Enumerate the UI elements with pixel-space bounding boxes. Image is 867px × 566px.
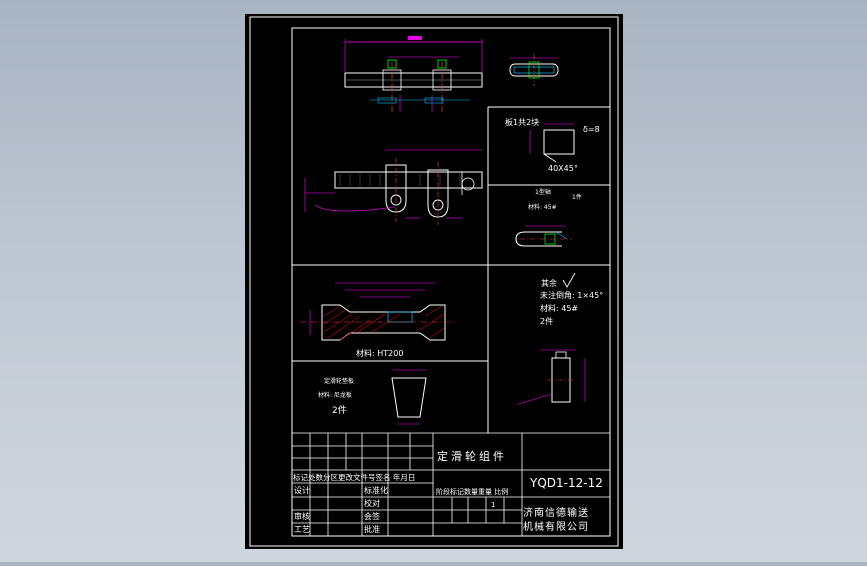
spec-qty: 2件 xyxy=(540,316,553,326)
shaft-detail: 1型轴 1件 材料: 45# xyxy=(515,188,582,247)
frame-top-view xyxy=(344,36,483,112)
bushing-detail xyxy=(517,349,586,405)
spec-chamfer: 未注倒角: 1×45° xyxy=(540,290,603,300)
spec-roughness: 其余 xyxy=(541,278,557,288)
sheave-section-view: 材料: HT200 xyxy=(300,282,455,358)
quantity-value: 1 xyxy=(491,501,495,509)
stage-header: 阶段标记数量重量 比例 xyxy=(436,487,508,496)
company-name-line2: 机械有限公司 xyxy=(523,520,589,533)
spec-notes: 其余 未注倒角: 1×45° 材料: 45# 2件 xyxy=(540,272,603,326)
std-proofread: 校对 xyxy=(364,498,380,508)
liner-material: 材料: 尼龙板 xyxy=(318,391,352,399)
revision-header: 标记处数分区更改文件号签名 年月日 xyxy=(293,472,415,482)
shaft-qty: 1件 xyxy=(572,193,582,201)
frame-side-view xyxy=(509,54,559,86)
drawing-number: YQD1-12-12 xyxy=(529,476,603,490)
spec-material: 材料: 45# xyxy=(540,303,578,313)
outer-border xyxy=(249,16,619,547)
plate-thickness: δ=8 xyxy=(583,125,600,134)
plate-title: 板1共2块 xyxy=(505,117,539,127)
liner-title: 定滑轮垫板 xyxy=(324,377,354,385)
plate-detail: 板1共2块 δ=8 40X45° xyxy=(505,117,600,173)
shaft-title: 1型轴 xyxy=(535,188,551,196)
frame-front-view xyxy=(304,149,483,225)
std-standardize: 标准化 xyxy=(364,485,388,495)
inner-border xyxy=(291,27,611,537)
panel-dividers xyxy=(292,106,610,433)
std-countersign: 会签 xyxy=(364,511,380,521)
role-review: 审核 xyxy=(294,511,310,521)
title-block xyxy=(292,432,610,536)
part-name: 定滑轮组件 xyxy=(437,449,507,463)
company-name-line1: 济南信德输送 xyxy=(523,506,589,519)
liner-detail: 定滑轮垫板 材料: 尼龙板 2件 xyxy=(318,369,427,425)
std-approve: 批准 xyxy=(364,524,380,534)
wheel-material: 材料: HT200 xyxy=(356,348,403,358)
role-design: 设计 xyxy=(294,485,310,495)
shaft-material: 材料: 45# xyxy=(528,203,557,211)
liner-qty: 2件 xyxy=(332,404,347,416)
plate-chamfer: 40X45° xyxy=(548,164,578,173)
role-process: 工艺 xyxy=(294,525,310,534)
drawing-sheet xyxy=(245,14,623,549)
